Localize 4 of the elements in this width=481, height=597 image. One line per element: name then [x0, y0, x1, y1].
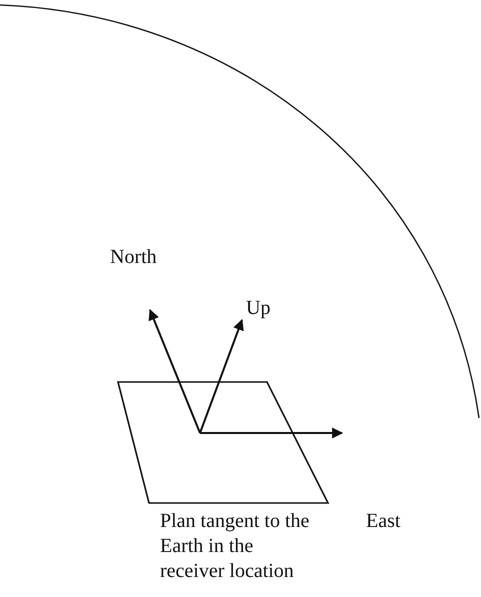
plane-caption: Plan tangent to the Earth in the receiver location — [160, 509, 310, 584]
axis-label: Up — [246, 296, 270, 321]
axis-label: North — [110, 245, 157, 270]
axis-label: East — [366, 509, 400, 534]
